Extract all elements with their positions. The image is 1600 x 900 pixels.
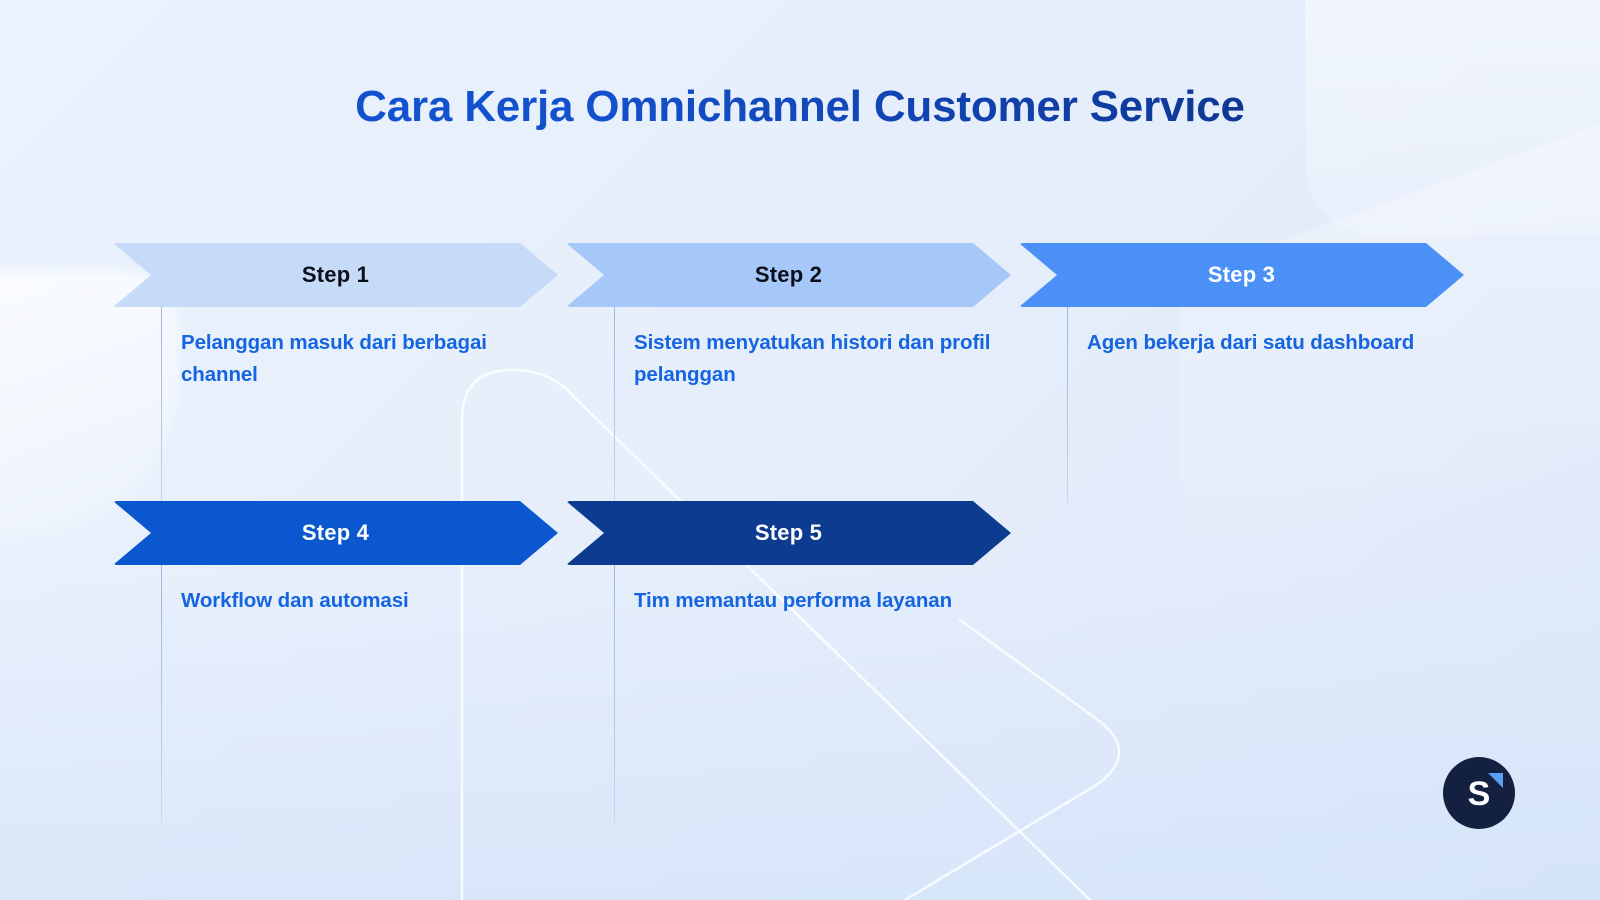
step-2-label: Step 2 bbox=[754, 262, 823, 287]
brand-logo[interactable]: S bbox=[1443, 757, 1515, 829]
step-3-label: Step 3 bbox=[1207, 262, 1276, 287]
step-3-banner[interactable]: Step 3 bbox=[1019, 243, 1464, 307]
step-2-divider bbox=[614, 307, 615, 503]
step-2-body: Sistem menyatukan histori dan profil pel… bbox=[614, 307, 1011, 503]
step-3-divider bbox=[1067, 307, 1068, 503]
step-1-label: Step 1 bbox=[301, 262, 370, 287]
brand-logo-letter: S bbox=[1467, 775, 1491, 813]
step-3-body: Agen bekerja dari satu dashboard bbox=[1067, 307, 1464, 503]
step-4-divider bbox=[161, 565, 162, 823]
step-1-banner[interactable]: Step 1 bbox=[113, 243, 558, 307]
step-4: Step 4 Workflow dan automasi bbox=[113, 501, 558, 823]
step-1-description: Pelanggan masuk dari berbagai channel bbox=[181, 331, 487, 386]
step-2: Step 2 Sistem menyatukan histori dan pro… bbox=[566, 243, 1011, 503]
step-5-divider bbox=[614, 565, 615, 823]
step-5-description: Tim memantau performa layanan bbox=[634, 589, 952, 612]
step-4-body: Workflow dan automasi bbox=[161, 565, 558, 823]
step-1-body: Pelanggan masuk dari berbagai channel bbox=[161, 307, 558, 503]
step-4-description: Workflow dan automasi bbox=[181, 589, 409, 612]
step-1-divider bbox=[161, 307, 162, 503]
step-2-banner[interactable]: Step 2 bbox=[566, 243, 1011, 307]
step-4-label: Step 4 bbox=[301, 520, 370, 545]
step-3: Step 3 Agen bekerja dari satu dashboard bbox=[1019, 243, 1464, 503]
brand-logo-triangle-icon bbox=[1488, 773, 1503, 788]
page-title: Cara Kerja Omnichannel Customer Service bbox=[0, 82, 1600, 132]
step-4-banner[interactable]: Step 4 bbox=[113, 501, 558, 565]
step-3-description: Agen bekerja dari satu dashboard bbox=[1087, 331, 1415, 354]
step-5-label: Step 5 bbox=[754, 520, 823, 545]
step-5-banner[interactable]: Step 5 bbox=[566, 501, 1011, 565]
step-1: Step 1 Pelanggan masuk dari berbagai cha… bbox=[113, 243, 558, 503]
step-5-body: Tim memantau performa layanan bbox=[614, 565, 1011, 823]
step-2-description: Sistem menyatukan histori dan profil pel… bbox=[634, 331, 991, 386]
step-5: Step 5 Tim memantau performa layanan bbox=[566, 501, 1011, 823]
